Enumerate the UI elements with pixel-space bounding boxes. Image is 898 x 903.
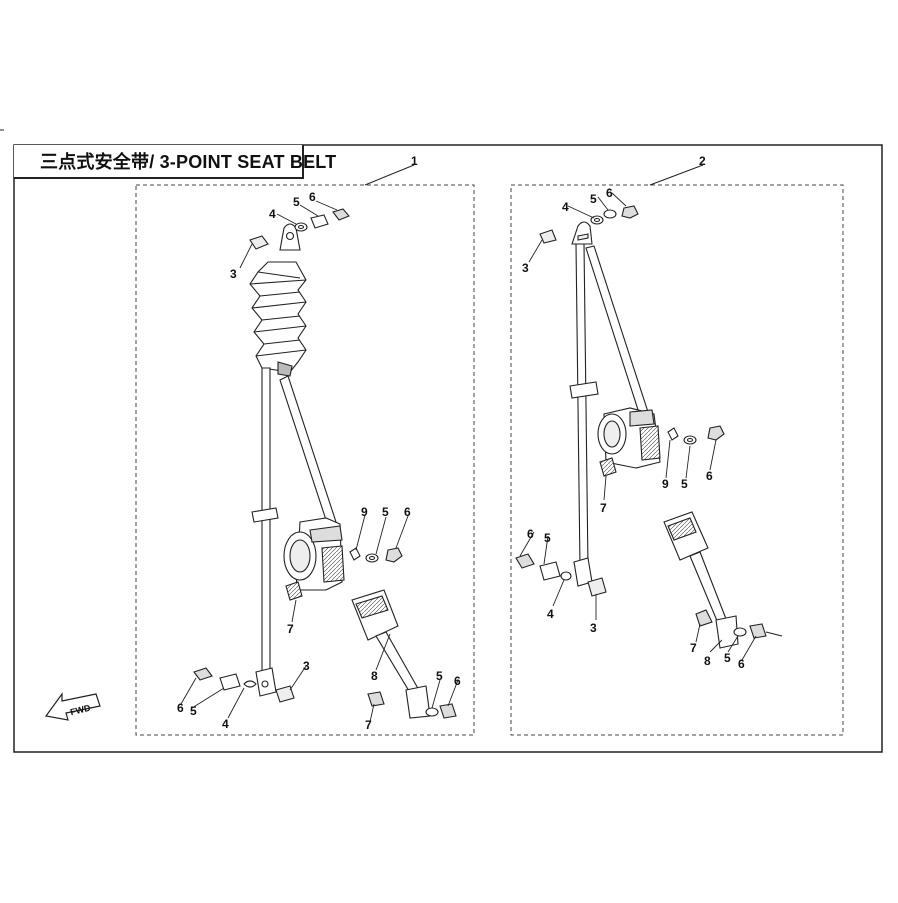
callout-5: 5 (436, 669, 443, 683)
anchor-bolt (249, 235, 269, 250)
callout-5: 5 (382, 505, 389, 519)
assembly-number-1: 1 (411, 154, 418, 168)
retractor-unit (283, 517, 345, 591)
retractor-bolt (285, 581, 303, 601)
callout-8: 8 (371, 669, 378, 683)
callout-4: 4 (547, 607, 554, 621)
retractor-bolt (599, 457, 617, 477)
callout-7: 7 (600, 501, 607, 515)
callout-5: 5 (544, 531, 551, 545)
upper-anchor-plate (571, 221, 593, 245)
callout-4: 4 (269, 207, 276, 221)
callout-7: 7 (365, 718, 372, 732)
belt-webbing (575, 243, 589, 569)
belt-webbing (261, 367, 271, 681)
callout-6: 6 (738, 657, 745, 671)
callout-5: 5 (293, 195, 300, 209)
callout-5: 5 (724, 651, 731, 665)
callout-6: 6 (309, 190, 316, 204)
callout-5: 5 (190, 704, 197, 718)
callout-6: 6 (606, 186, 613, 200)
callout-6: 6 (454, 674, 461, 688)
fwd-label: FWD (69, 702, 92, 717)
callout-6: 6 (177, 701, 184, 715)
callout-3: 3 (230, 267, 237, 281)
diagram-title: 三点式安全带/ 3-POINT SEAT BELT (40, 152, 337, 172)
callout-4: 4 (222, 717, 229, 731)
diagram-title-box: 三点式安全带/ 3-POINT SEAT BELT (14, 145, 336, 179)
seat-belt-assembly-2 (515, 205, 783, 649)
callout-5: 5 (590, 192, 597, 206)
callout-9: 9 (361, 505, 368, 519)
callout-3: 3 (522, 261, 529, 275)
callout-3: 3 (303, 659, 310, 673)
seat-belt-assembly-1 (193, 208, 457, 719)
callout-8: 8 (704, 654, 711, 668)
callout-6: 6 (404, 505, 411, 519)
assembly-box-2 (510, 184, 844, 736)
anchor-bolt (539, 229, 557, 244)
callout-5: 5 (681, 477, 688, 491)
callout-4: 4 (562, 200, 569, 214)
callout-6: 6 (527, 527, 534, 541)
outer-frame (13, 144, 883, 753)
belt-bellows-sleeve (249, 261, 307, 377)
assembly-box-1 (135, 184, 475, 736)
assembly-number-2: 2 (699, 154, 706, 168)
buckle-assembly (351, 589, 431, 719)
callout-3: 3 (590, 621, 597, 635)
callout-7: 7 (690, 641, 697, 655)
callout-7: 7 (287, 622, 294, 636)
buckle-assembly (663, 511, 739, 649)
callout-9: 9 (662, 477, 669, 491)
callout-6: 6 (706, 469, 713, 483)
fwd-arrow-icon: FWD (44, 692, 101, 721)
